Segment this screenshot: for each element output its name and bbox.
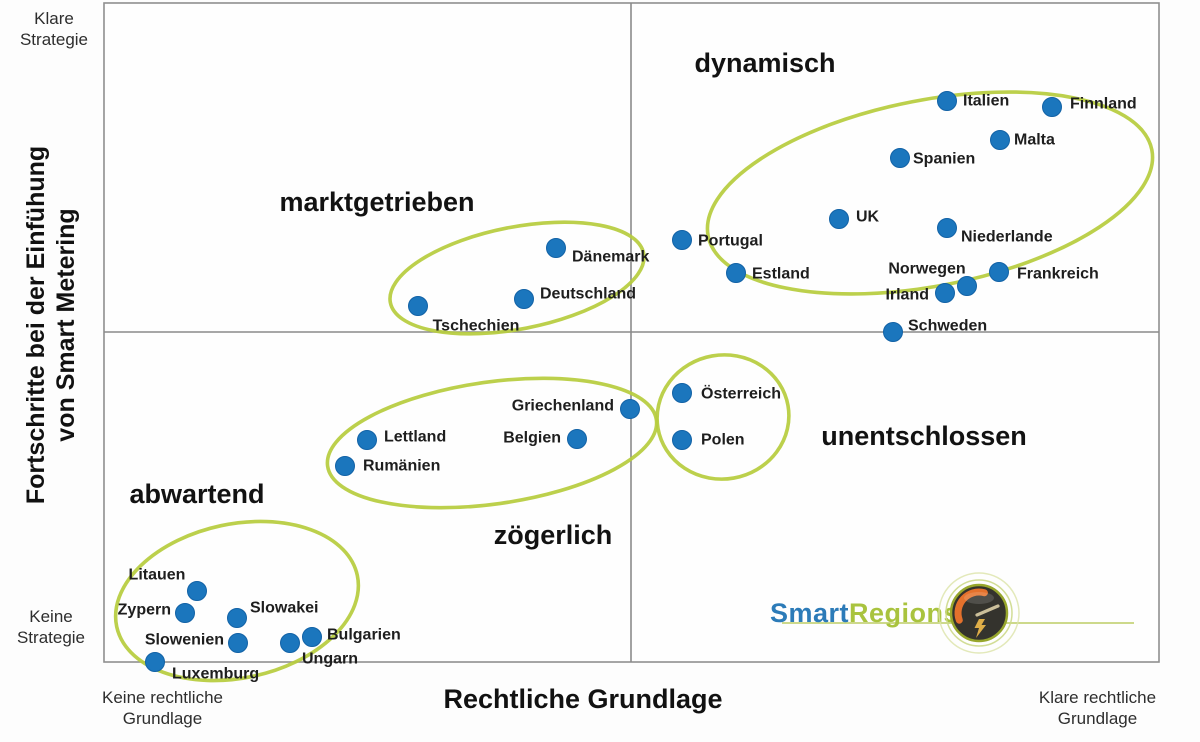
- point-polen: [672, 430, 692, 450]
- x-axis-max-line2: Grundlage: [1057, 709, 1138, 728]
- cluster-label-unentschlossen: unentschlossen: [821, 421, 1027, 451]
- cluster-ellipse-abwartend: [113, 519, 361, 683]
- point-label-belgien: Belgien: [503, 430, 561, 447]
- point-niederlande: [937, 218, 957, 238]
- point-label-slowenien: Slowenien: [145, 632, 224, 649]
- point-irland: [935, 283, 955, 303]
- y-axis-title: Fortschritte bei der Einfühung von Smart…: [21, 85, 81, 565]
- point-estland: [726, 263, 746, 283]
- cluster-ellipse-z-gerlich: [325, 376, 659, 510]
- point-griechenland: [620, 399, 640, 419]
- point-label-d-nemark: Dänemark: [572, 249, 649, 266]
- point-label-luxemburg: Luxemburg: [172, 666, 259, 683]
- point-label-rum-nien: Rumänien: [363, 458, 440, 475]
- cluster-label-abwartend: abwartend: [129, 479, 264, 509]
- point-frankreich: [989, 262, 1009, 282]
- point-label-frankreich: Frankreich: [1017, 266, 1099, 283]
- point-bulgarien: [302, 627, 322, 647]
- point-slowenien: [228, 633, 248, 653]
- point-label-griechenland: Griechenland: [512, 398, 614, 415]
- gauge-middle-ring: [945, 579, 1013, 647]
- point-finnland: [1042, 97, 1062, 117]
- gauge-lightning-bolt-icon: [974, 619, 986, 638]
- point-label-lettland: Lettland: [384, 429, 446, 446]
- x-axis-min-line1: Keine rechtliche: [102, 688, 223, 707]
- point-label-norwegen: Norwegen: [888, 261, 965, 278]
- gauge-outer-ring: [938, 572, 1020, 654]
- point-tschechien: [408, 296, 428, 316]
- y-axis-max-line2: Strategie: [19, 30, 89, 49]
- x-axis-max-label: Klare rechtliche Grundlage: [1020, 687, 1175, 729]
- point-layer: [145, 91, 1062, 672]
- point-label-litauen: Litauen: [129, 567, 186, 584]
- point-d-nemark: [546, 238, 566, 258]
- point-label-spanien: Spanien: [913, 151, 975, 168]
- point-label-zypern: Zypern: [118, 602, 171, 619]
- cluster-label-z-gerlich: zögerlich: [494, 520, 613, 550]
- point-malta: [990, 130, 1010, 150]
- x-axis-max-line1: Klare rechtliche: [1038, 688, 1157, 707]
- cluster-ellipse-marktgetrieben: [388, 220, 646, 336]
- point-label-ungarn: Ungarn: [302, 651, 358, 668]
- point-uk: [829, 209, 849, 229]
- point-slowakei: [227, 608, 247, 628]
- point-belgien: [567, 429, 587, 449]
- label-layer: dynamisch marktgetrieben unentschlossen zög…: [118, 48, 1137, 683]
- x-axis-min-line2: Grundlage: [122, 709, 203, 728]
- point-luxemburg: [145, 652, 165, 672]
- point-zypern: [175, 603, 195, 623]
- y-axis-min-label: Keine Strategie: [3, 606, 99, 648]
- ellipse-layer: [113, 90, 1155, 683]
- y-axis-max-label: Klare Strategie: [8, 8, 100, 50]
- point-ungarn: [280, 633, 300, 653]
- y-axis-title-line2: von Smart Metering: [52, 208, 80, 442]
- point-spanien: [890, 148, 910, 168]
- point-portugal: [672, 230, 692, 250]
- gauge-needle: [975, 604, 1000, 617]
- point-schweden: [883, 322, 903, 342]
- point-label-slowakei: Slowakei: [250, 600, 318, 617]
- point-label-uk: UK: [856, 209, 880, 226]
- point-label-niederlande: Niederlande: [961, 229, 1053, 246]
- y-axis-max-line1: Klare: [34, 9, 74, 28]
- x-axis-min-label: Keine rechtliche Grundlage: [85, 687, 240, 729]
- point-label-malta: Malta: [1014, 132, 1055, 149]
- y-axis-min-line2: Strategie: [16, 628, 86, 647]
- cluster-label-marktgetrieben: marktgetrieben: [279, 187, 474, 217]
- smartregions-logo-text: SmartRegions: [770, 598, 959, 629]
- point-label-estland: Estland: [752, 266, 810, 283]
- point-rum-nien: [335, 456, 355, 476]
- cluster-label-dynamisch: dynamisch: [694, 48, 835, 78]
- point--sterreich: [672, 383, 692, 403]
- point-deutschland: [514, 289, 534, 309]
- point-label--sterreich: Österreich: [701, 384, 781, 403]
- point-label-schweden: Schweden: [908, 318, 987, 335]
- logo-text-smart: Smart: [770, 598, 850, 628]
- point-italien: [937, 91, 957, 111]
- point-norwegen: [957, 276, 977, 296]
- y-axis-title-line1: Fortschritte bei der Einfühung: [22, 145, 50, 505]
- point-label-polen: Polen: [701, 432, 745, 449]
- point-label-irland: Irland: [885, 287, 929, 304]
- point-label-portugal: Portugal: [698, 233, 763, 250]
- y-axis-min-line1: Keine: [29, 607, 73, 626]
- point-litauen: [187, 581, 207, 601]
- cluster-ellipse-unentschlossen: [655, 353, 791, 481]
- point-label-italien: Italien: [963, 93, 1009, 110]
- gauge-highlight: [964, 592, 994, 604]
- point-lettland: [357, 430, 377, 450]
- gauge-orange-arc: [954, 588, 988, 624]
- x-axis-title: Rechtliche Grundlage: [443, 684, 723, 714]
- point-label-tschechien: Tschechien: [433, 318, 520, 335]
- point-label-finnland: Finnland: [1070, 96, 1137, 113]
- point-label-bulgarien: Bulgarien: [327, 627, 401, 644]
- point-label-deutschland: Deutschland: [540, 286, 636, 303]
- smartregions-gauge-icon: [938, 572, 1020, 654]
